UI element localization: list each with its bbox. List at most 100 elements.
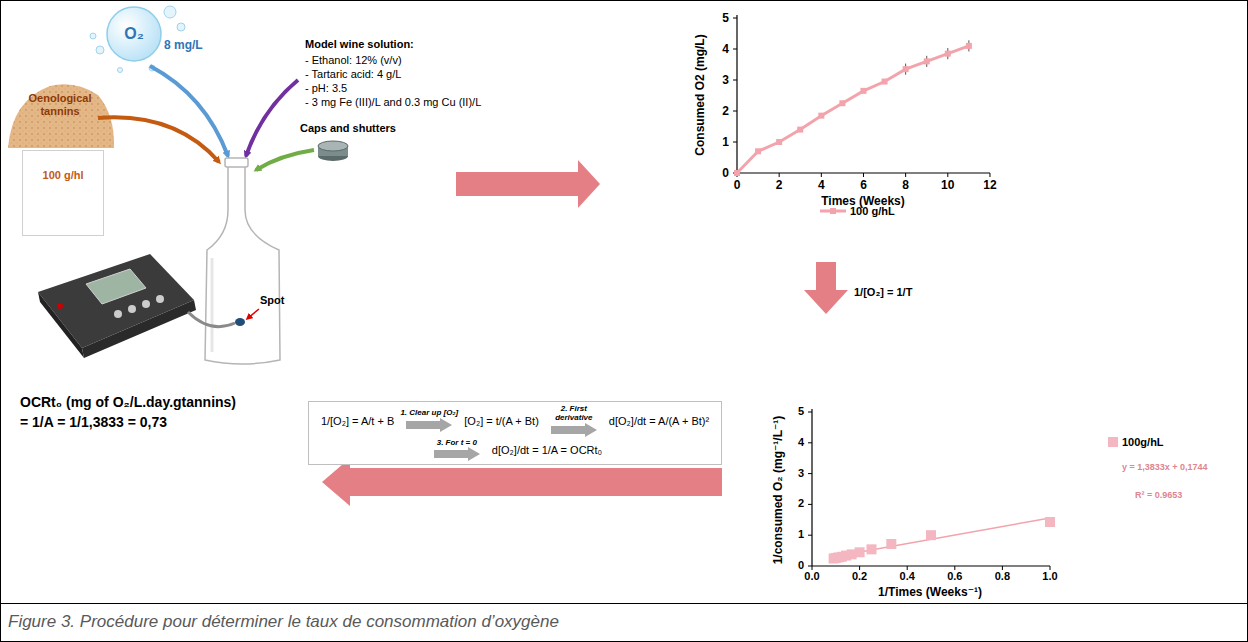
tick-mark: [733, 49, 737, 50]
tick-mark: [808, 566, 812, 567]
formula: 1/[O₂] = A/t + B: [321, 415, 394, 427]
step-arrow: [406, 418, 452, 432]
derivation-step: 2. First derivative: [545, 405, 603, 437]
tick-label: 4: [818, 178, 825, 192]
step-arrow: [551, 423, 597, 437]
step-label: 3. For t = 0: [437, 439, 477, 448]
tick-mark: [733, 80, 737, 81]
step-label: 1. Clear up [O₂]: [400, 409, 458, 418]
legend-text: 100 g/hL: [850, 205, 895, 217]
tick-label: 4: [798, 436, 804, 449]
step-label: 2. First derivative: [545, 405, 603, 423]
trend-line: [833, 518, 1050, 557]
data-marker: [829, 553, 839, 563]
solution-item: - Ethanol: 12% (v/v): [305, 54, 402, 67]
tick-label: 3: [798, 467, 804, 480]
oxygen-arrow: [150, 66, 228, 156]
axis-title: 1/consumed O₂ (mg⁻¹/L⁻¹): [771, 416, 785, 565]
formula: d[O₂]/dt = A/(A + Bt)²: [609, 415, 709, 427]
data-marker: [860, 88, 866, 94]
tick-mark: [808, 442, 812, 443]
formula: d[O₂]/dt = 1/A = OCRt₀: [492, 444, 602, 456]
figure-caption: Figure 3. Procédure pour déterminer le t…: [8, 612, 559, 632]
result-label: OCRt₀ (mg of O₂/L.day.gtannins): [20, 394, 236, 411]
tick-label: 0: [798, 559, 804, 572]
axis-title: Consumed O2 (mg/L): [693, 34, 707, 155]
solution-item: - 3 mg Fe (III)/L and 0.3 mg Cu (II)/L: [305, 96, 481, 109]
data-marker: [755, 148, 761, 154]
y-axis: [736, 15, 737, 173]
tick-mark: [1002, 566, 1003, 570]
fit-r-squared: R² = 0.9653: [1135, 490, 1182, 501]
tannin-arrow: [98, 117, 219, 162]
chart-consumed-oxygen: [733, 15, 990, 177]
amount-label: 8 mg/L: [164, 38, 203, 52]
legend-text: 100g/hL: [1122, 436, 1164, 448]
axis-title: 1/Times (Weeks⁻¹): [878, 585, 982, 599]
tick-label: 0.2: [852, 570, 867, 583]
tick-label: 1: [722, 135, 729, 149]
equation-box: 1/[O₂] = A/t + B 1. Clear up [O₂] [O₂] = t…: [308, 401, 722, 465]
bottle: [205, 158, 280, 364]
tick-label: 0.8: [995, 570, 1010, 583]
formula: [O₂] = t/(A + Bt): [464, 415, 539, 427]
legend-sample: [820, 205, 846, 217]
tick-mark: [821, 173, 822, 177]
data-marker: [945, 51, 951, 57]
derivation-step: 1. Clear up [O₂]: [400, 409, 458, 432]
oxygen-bubble: O₂: [106, 6, 162, 62]
tick-mark: [1050, 566, 1051, 570]
data-marker: [839, 100, 845, 106]
tick-mark: [808, 473, 812, 474]
tick-label: 8: [902, 178, 909, 192]
tick-mark: [779, 173, 780, 177]
cap-icon: [318, 141, 348, 161]
spot-leader: [248, 309, 259, 318]
tick-label: 10: [941, 178, 954, 192]
callout-label: Spot: [260, 294, 284, 307]
closure-label: Caps and shutters: [300, 122, 396, 135]
data-marker: [1045, 517, 1055, 527]
tick-mark: [905, 173, 906, 177]
tick-mark: [954, 566, 955, 570]
data-marker: [924, 58, 930, 64]
solution-heading: Model wine solution:: [305, 38, 414, 51]
data-marker: [867, 544, 877, 554]
y-axis: [811, 409, 812, 566]
data-marker: [903, 66, 909, 72]
tick-mark: [808, 412, 812, 413]
data-marker: [966, 43, 972, 49]
result-value: = 1/A = 1/1,3833 = 0,73: [20, 414, 167, 431]
tick-mark: [808, 535, 812, 536]
tick-label: 2: [798, 497, 804, 510]
tick-label: 0: [734, 178, 741, 192]
solution-item: - Tartaric acid: 4 g/L: [305, 68, 401, 81]
step-arrow: [434, 447, 480, 461]
tick-label: 4: [722, 42, 729, 56]
wine-arrow: [246, 80, 298, 156]
tick-mark: [947, 173, 948, 177]
tick-mark: [733, 18, 737, 19]
tick-mark: [859, 566, 860, 570]
tick-label: 3: [722, 73, 729, 87]
data-marker: [886, 539, 896, 549]
data-marker: [797, 127, 803, 133]
derivation-step: 3. For t = 0: [428, 439, 486, 462]
tick-label: 0.4: [900, 570, 915, 583]
data-marker: [818, 113, 824, 119]
tick-mark: [808, 504, 812, 505]
solution-item: - pH: 3.5: [305, 82, 347, 95]
data-marker: [926, 530, 936, 540]
dose-box: 100 g/hl: [22, 150, 104, 236]
tick-label: 2: [776, 178, 783, 192]
data-marker: [776, 139, 782, 145]
tick-mark: [989, 173, 990, 177]
fit-equation: y = 1,3833x + 0,1744: [1122, 462, 1208, 473]
tick-label: 1: [798, 528, 804, 541]
ingredient-label: Oenological tannins: [18, 92, 102, 118]
legend-entry: 100g/hL: [1108, 436, 1164, 448]
legend-entry: 100 g/hL: [820, 205, 895, 217]
